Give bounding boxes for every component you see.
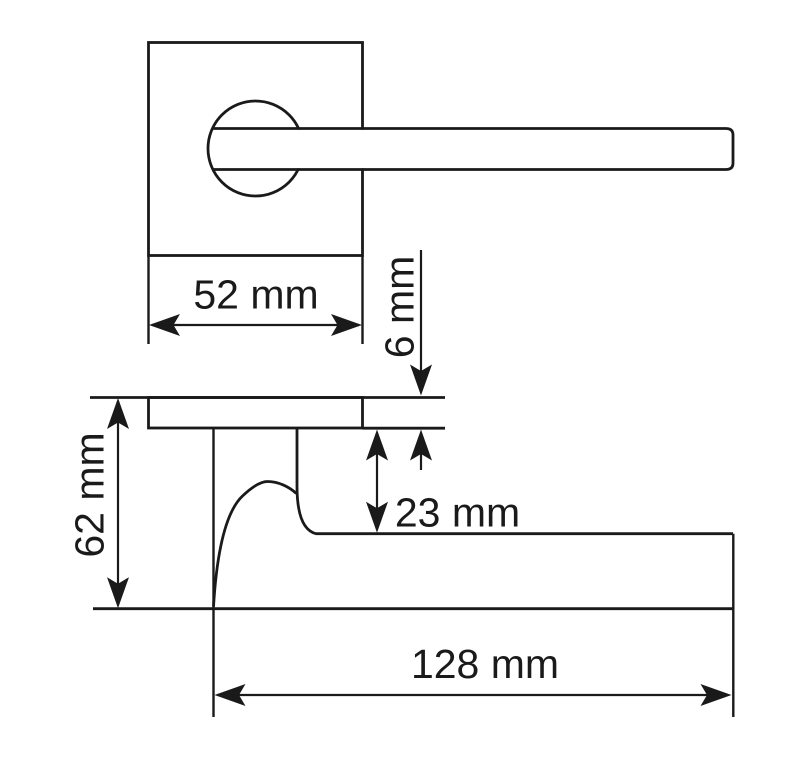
line-work bbox=[90, 41, 735, 717]
side-view bbox=[90, 396, 735, 717]
front-view bbox=[147, 41, 735, 257]
lever-bar-outline bbox=[213, 127, 735, 171]
rose-thickness-label: 6 mm bbox=[377, 256, 423, 359]
handle-projection-label: 62 mm bbox=[67, 432, 113, 557]
neck-right-edge-and-lever-top bbox=[295, 428, 733, 536]
neck-bend-curve bbox=[212, 480, 298, 607]
rose-plate-side bbox=[147, 396, 364, 430]
lever-bar-fill bbox=[213, 129, 733, 169]
arrowheads-and-labels: 52 mm 6 mm 62 mm 23 mm 128 mm bbox=[67, 256, 732, 706]
lever-clearance-label: 23 mm bbox=[395, 490, 520, 536]
lever-length-label: 128 mm bbox=[411, 641, 559, 687]
dimension-rose-width bbox=[147, 256, 364, 344]
rose-width-label: 52 mm bbox=[193, 272, 318, 318]
